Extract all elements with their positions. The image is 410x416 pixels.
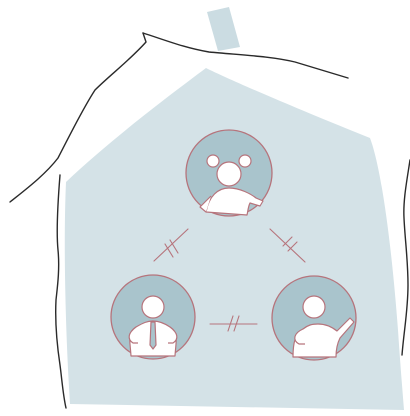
chimney (207, 7, 240, 51)
family-member-man (111, 275, 195, 359)
family-member-boy (272, 276, 356, 360)
roof-outline-top (143, 33, 348, 78)
left-wall-outline (56, 175, 66, 408)
right-wall-outline (402, 160, 410, 355)
family-member-girl (186, 130, 272, 216)
house-shape (65, 68, 404, 410)
